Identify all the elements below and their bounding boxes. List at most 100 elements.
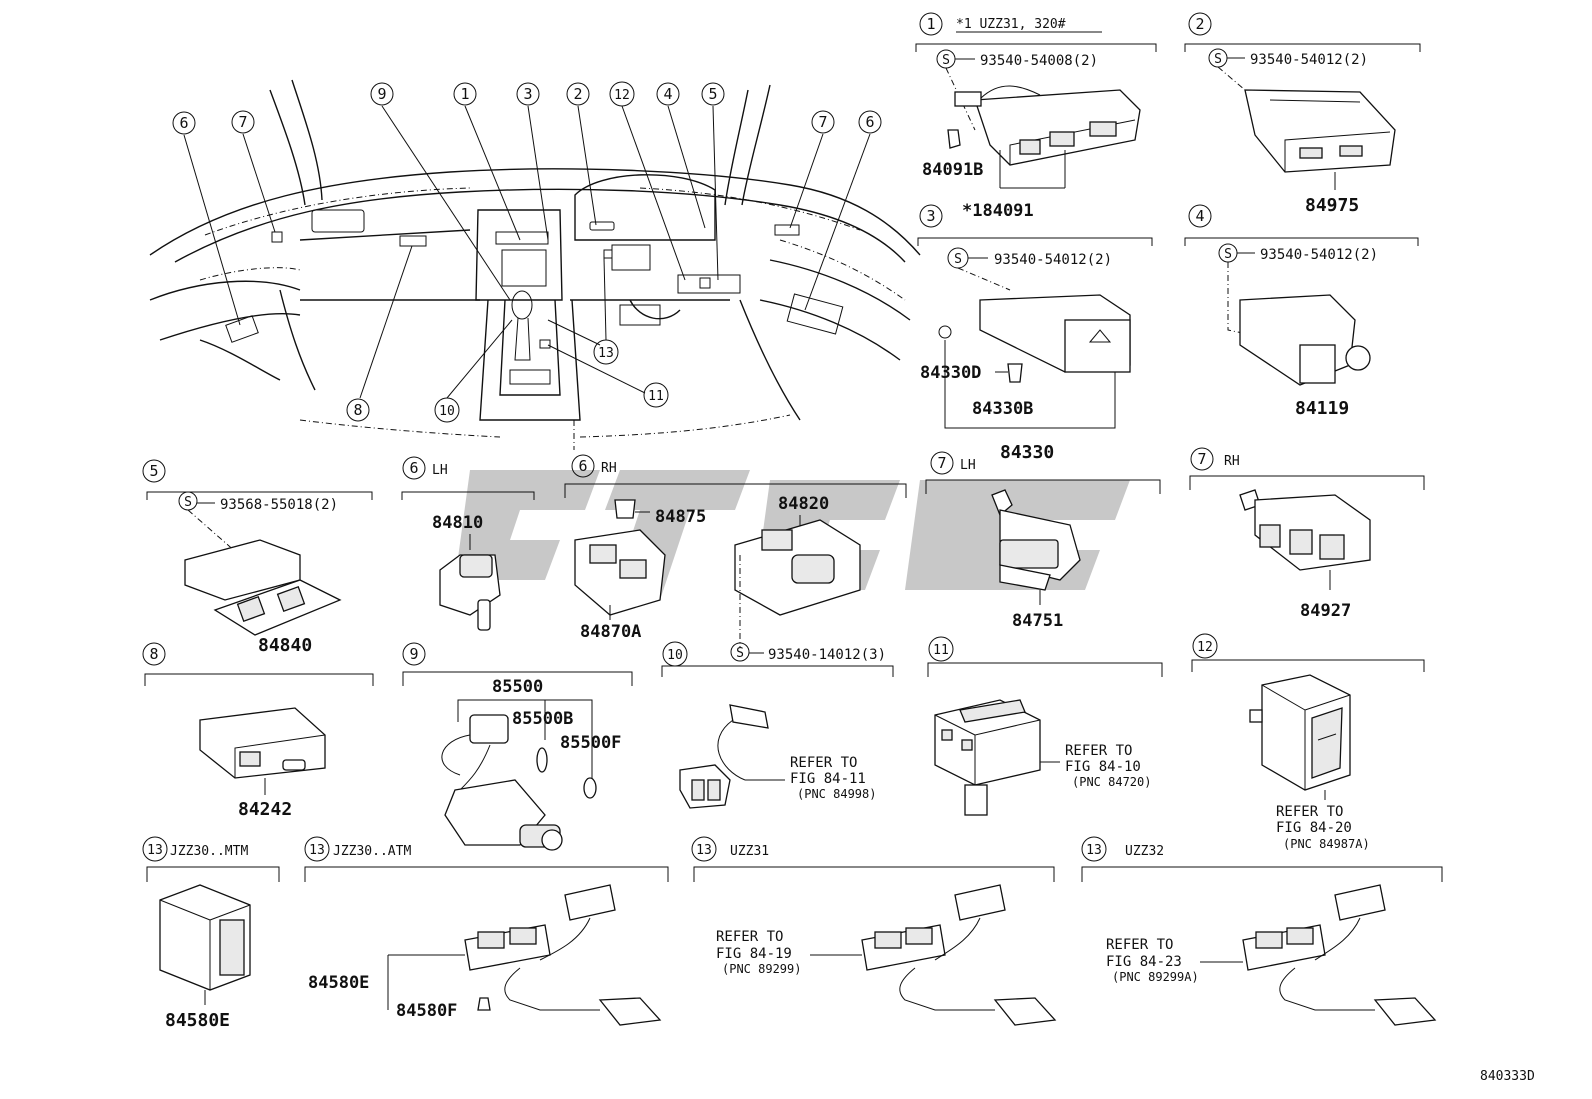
svg-text:LH: LH	[432, 463, 448, 478]
svg-text:REFER TO: REFER TO	[1276, 804, 1343, 820]
svg-text:8: 8	[353, 401, 362, 419]
svg-text:93540-54008(2): 93540-54008(2)	[980, 53, 1098, 69]
svg-text:13: 13	[147, 843, 163, 858]
callout-7-right: 7	[811, 110, 835, 134]
section-6-rh: 6 RH 84875 84870A 84820 S 93540-14012(3)	[564, 454, 907, 663]
svg-text:1: 1	[926, 15, 935, 33]
svg-text:FIG 84-20: FIG 84-20	[1276, 820, 1352, 836]
callout-11: 11	[643, 382, 669, 408]
svg-text:85500F: 85500F	[560, 733, 621, 753]
svg-text:84091B: 84091B	[922, 160, 983, 180]
svg-text:13: 13	[1086, 843, 1102, 858]
svg-text:2: 2	[573, 85, 582, 103]
svg-text:S: S	[1224, 247, 1232, 262]
section-13-jzz30-mtm: 13 JZZ30..MTM 84580E	[142, 836, 280, 1031]
svg-text:6: 6	[865, 113, 874, 131]
callout-12: 12	[609, 81, 635, 107]
section-9: 9 85500 85500B 85500F	[402, 642, 633, 851]
svg-text:UZZ31: UZZ31	[730, 844, 769, 859]
svg-text:1: 1	[460, 85, 469, 103]
svg-text:84330: 84330	[1000, 442, 1054, 463]
svg-text:FIG 84-19: FIG 84-19	[716, 946, 792, 962]
svg-text:REFER TO: REFER TO	[1065, 743, 1132, 759]
section-5: 5 S 93568-55018(2) 84840	[142, 459, 373, 656]
section-1: 1 *1 UZZ31, 320# S 93540-54008(2) 84091B…	[915, 12, 1157, 221]
section-11: 11 REFER TO FIG 84-10 (PNC 84720)	[927, 636, 1163, 816]
svg-text:3: 3	[926, 207, 935, 225]
svg-text:3: 3	[523, 85, 532, 103]
svg-text:84975: 84975	[1305, 195, 1359, 216]
svg-text:11: 11	[648, 389, 664, 404]
svg-text:REFER TO: REFER TO	[790, 755, 857, 771]
svg-text:85500: 85500	[492, 677, 543, 697]
svg-text:7: 7	[1197, 450, 1206, 468]
svg-text:S: S	[942, 53, 950, 68]
callout-3: 3	[516, 82, 540, 106]
svg-text:8: 8	[149, 645, 158, 663]
svg-text:84119: 84119	[1295, 398, 1349, 419]
callout-4: 4	[656, 82, 680, 106]
svg-text:(PNC 89299): (PNC 89299)	[722, 962, 801, 976]
svg-text:S: S	[954, 252, 962, 267]
callout-5: 5	[701, 82, 725, 106]
svg-text:*1 UZZ31, 320#: *1 UZZ31, 320#	[956, 17, 1066, 32]
callout-10: 10	[434, 397, 460, 423]
svg-text:4: 4	[1195, 207, 1204, 225]
section-6-lh: 6 LH 84810	[401, 456, 535, 631]
svg-text:12: 12	[1197, 640, 1213, 655]
svg-text:FIG 84-10: FIG 84-10	[1065, 759, 1141, 775]
svg-text:(PNC 84998): (PNC 84998)	[797, 787, 876, 801]
section-3: 3 S 93540-54012(2) 84330D 84330B 84330	[917, 204, 1153, 463]
section-7-rh: 7 RH 84927	[1189, 447, 1425, 621]
svg-text:84242: 84242	[238, 799, 292, 820]
svg-text:6: 6	[409, 459, 418, 477]
callout-13: 13	[593, 339, 619, 365]
callout-6-right: 6	[858, 110, 882, 134]
section-8: 8 84242	[142, 642, 374, 820]
svg-text:RH: RH	[1224, 454, 1240, 469]
section-7-lh: 7 LH 84751	[925, 451, 1161, 631]
section-12: 12 REFER TO FIG 84-20 (PNC 84987A)	[1191, 633, 1425, 851]
svg-text:13: 13	[309, 843, 325, 858]
svg-text:REFER TO: REFER TO	[716, 929, 783, 945]
svg-text:93540-54012(2): 93540-54012(2)	[1250, 52, 1368, 68]
svg-text:JZZ30..MTM: JZZ30..MTM	[170, 844, 248, 859]
svg-text:6: 6	[578, 457, 587, 475]
svg-text:13: 13	[598, 346, 614, 361]
svg-text:84330B: 84330B	[972, 399, 1033, 419]
callout-9: 9	[370, 82, 394, 106]
section-2: 2 S 93540-54012(2) 84975	[1184, 12, 1421, 216]
section-13-jzz30-atm: 13 JZZ30..ATM 84580E 84580F	[304, 836, 669, 1026]
callout-1: 1	[453, 82, 477, 106]
svg-text:84820: 84820	[778, 494, 829, 514]
svg-text:5: 5	[708, 85, 717, 103]
svg-text:93540-54012(2): 93540-54012(2)	[994, 252, 1112, 268]
svg-text:93568-55018(2): 93568-55018(2)	[220, 497, 338, 513]
svg-text:84810: 84810	[432, 513, 483, 533]
section-13-uzz31: 13 UZZ31 REFER TO FIG 84-19 (PNC 89299)	[691, 836, 1057, 1026]
svg-text:93540-14012(3): 93540-14012(3)	[768, 647, 886, 663]
svg-text:11: 11	[933, 643, 949, 658]
svg-text:JZZ30..ATM: JZZ30..ATM	[333, 844, 411, 859]
svg-text:10: 10	[439, 404, 455, 419]
svg-text:85500B: 85500B	[512, 709, 573, 729]
svg-text:FIG 84-11: FIG 84-11	[790, 771, 866, 787]
svg-text:S: S	[736, 646, 744, 661]
svg-text:84870A: 84870A	[580, 622, 641, 642]
svg-text:*184091: *184091	[962, 201, 1034, 221]
svg-text:84330D: 84330D	[920, 363, 981, 383]
svg-text:5: 5	[149, 462, 158, 480]
svg-text:12: 12	[614, 88, 630, 103]
section-10: 10 REFER TO FIG 84-11 (PNC 84998)	[661, 641, 894, 809]
callout-6-left: 6	[172, 111, 196, 135]
svg-text:93540-54012(2): 93540-54012(2)	[1260, 247, 1378, 263]
interior-overview-drawing	[149, 79, 921, 450]
svg-text:9: 9	[409, 645, 418, 663]
svg-text:(PNC 84720): (PNC 84720)	[1072, 775, 1151, 789]
svg-text:84927: 84927	[1300, 601, 1351, 621]
diagram-code: 840333D	[1480, 1069, 1535, 1084]
svg-text:(PNC 84987A): (PNC 84987A)	[1283, 837, 1370, 851]
callout-leaders	[183, 105, 871, 399]
callout-7-left: 7	[231, 110, 255, 134]
svg-text:84580E: 84580E	[165, 1010, 230, 1031]
